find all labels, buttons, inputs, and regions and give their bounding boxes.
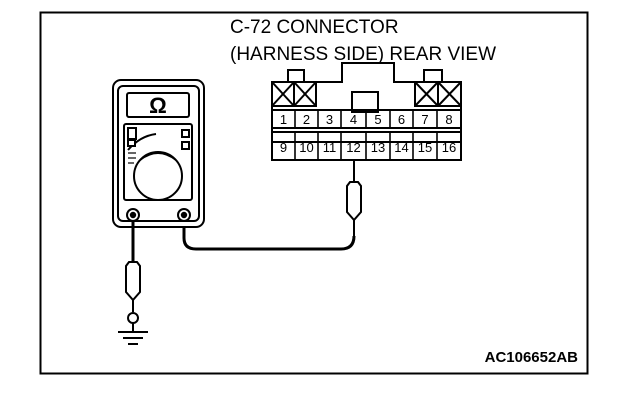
blocked-cavity-right-2 [437,81,462,107]
pin-label-13: 13 [371,140,385,155]
pin-label-14: 14 [394,140,408,155]
connector-title: C-72 CONNECTOR [230,17,399,38]
pin-label-15: 15 [418,140,432,155]
pin-label-12: 12 [346,140,360,155]
pin-label-16: 16 [442,140,456,155]
multimeter [112,79,205,228]
pin-row-top: 1 2 3 4 5 6 7 8 [280,112,453,127]
blocked-cavity-right-1 [414,81,439,107]
test-lead-wire-positive [182,214,356,251]
ohm-symbol: Ω [149,93,167,118]
c72-connector [271,62,462,161]
pin-label-10: 10 [299,140,313,155]
ground-symbol [118,331,148,345]
pin-label-2: 2 [303,112,310,127]
pin-label-3: 3 [326,112,333,127]
pin-label-1: 1 [280,112,287,127]
pin-row-bottom: 9 10 11 12 13 14 15 16 [280,140,456,155]
blocked-cavity-left-1 [271,81,295,107]
pin-label-11: 11 [323,140,337,155]
pin-label-5: 5 [374,112,381,127]
ground-probe [125,261,141,332]
connector-probe [346,160,362,236]
pin-label-6: 6 [398,112,405,127]
connector-subtitle: (HARNESS SIDE) REAR VIEW [230,44,496,65]
pin-label-9: 9 [280,140,287,155]
pin-label-7: 7 [421,112,428,127]
pin-label-4: 4 [350,112,357,127]
pin-label-8: 8 [445,112,452,127]
blocked-cavity-left-2 [293,81,317,107]
figure-code: AC106652AB [485,349,579,366]
figure-frame [39,11,589,375]
